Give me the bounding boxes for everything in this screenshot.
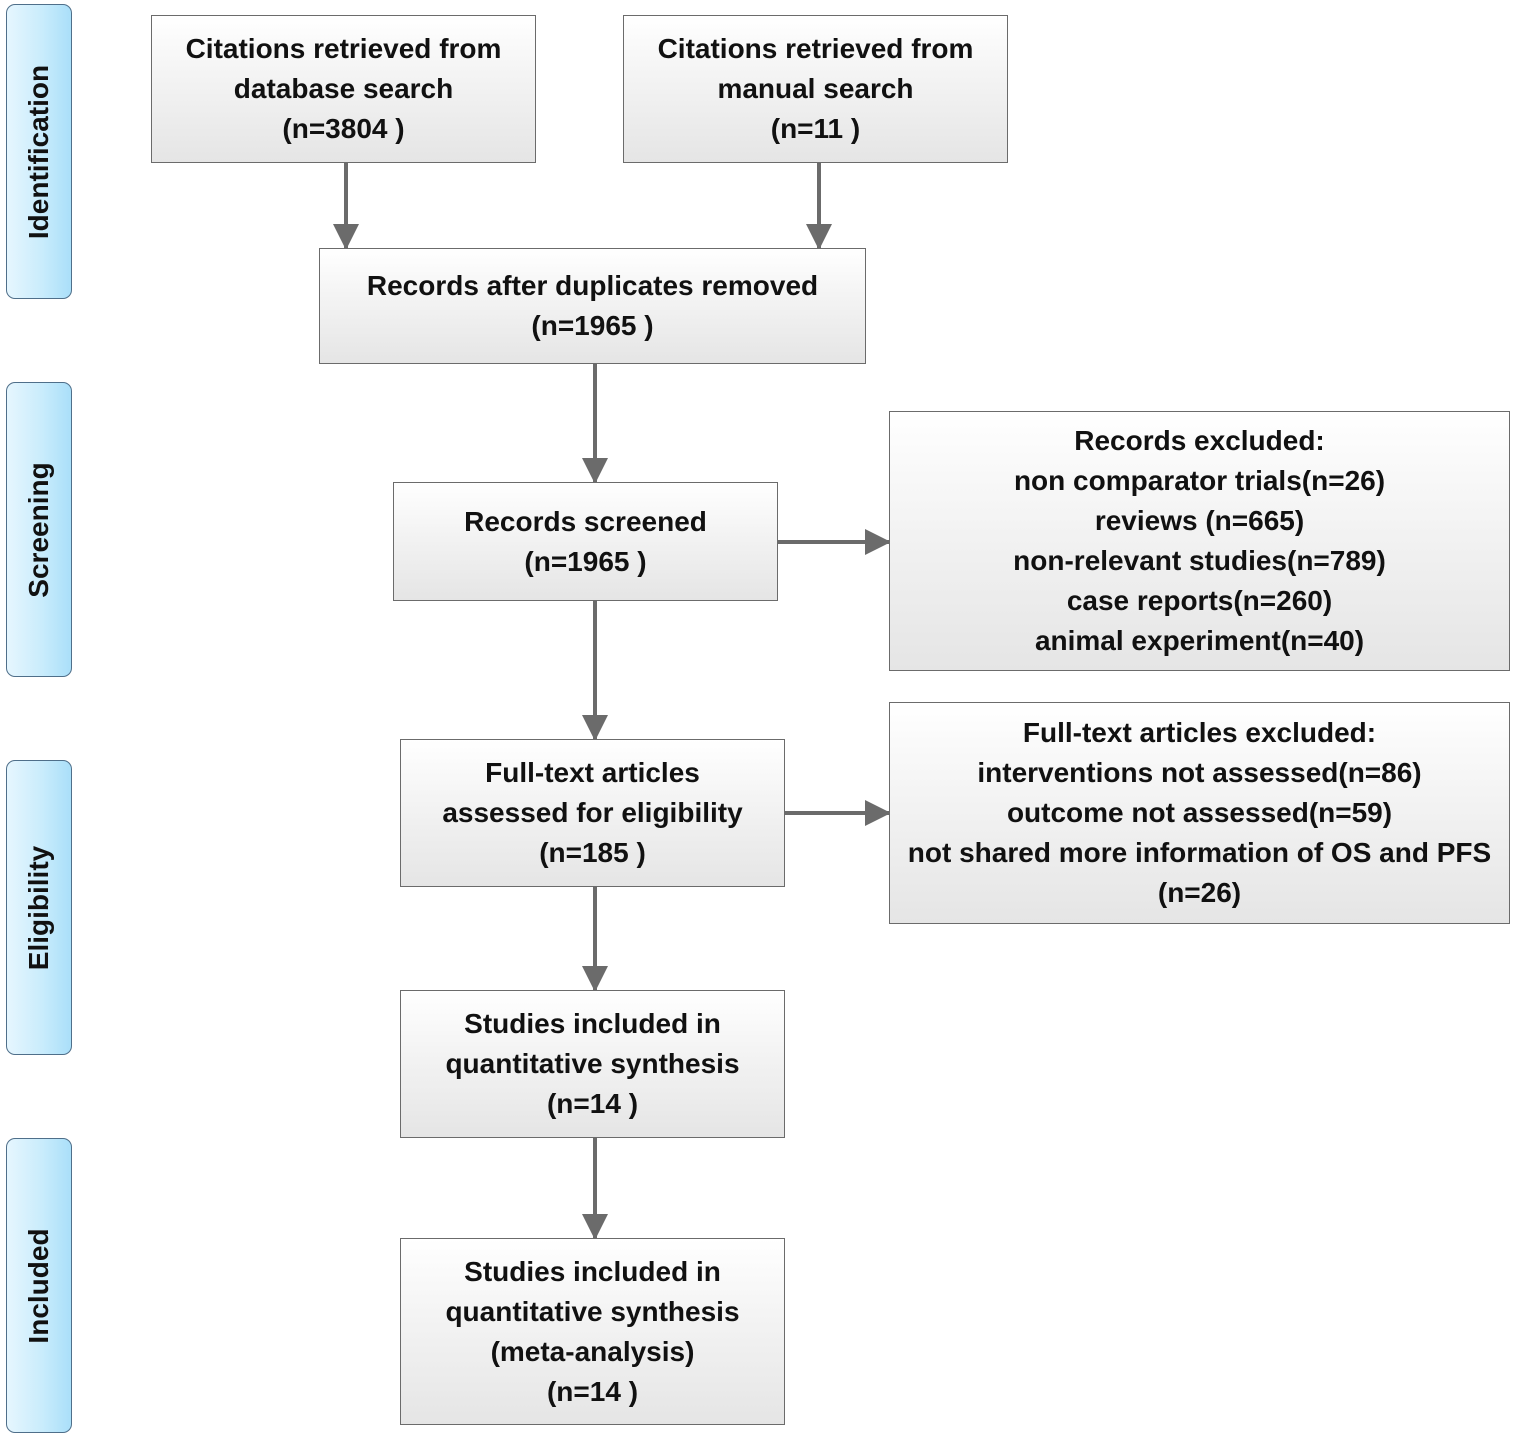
box-line: Full-text articles: [485, 757, 700, 788]
box-line: database search: [233, 73, 454, 104]
fulltext-excluded-box: Full-text articles excluded: interventio…: [889, 702, 1510, 924]
box-line: assessed for eligibility: [442, 797, 743, 828]
box-line: Citations retrieved from: [657, 33, 974, 64]
database-search-box: Citations retrieved from database search…: [151, 15, 536, 163]
duplicates-removed-box: Records after duplicates removed (n=1965…: [319, 248, 866, 364]
box-line: reviews (n=665): [1094, 505, 1305, 536]
box-line: quantitative synthesis: [445, 1048, 740, 1079]
box-line: animal experiment(n=40): [1034, 625, 1365, 656]
stage-identification: Identification: [6, 4, 72, 299]
box-line: Records screened: [464, 505, 707, 537]
box-line: not shared more information of OS and PF…: [907, 837, 1492, 868]
box-line: Records after duplicates removed: [366, 270, 819, 301]
box-line: Citations retrieved from: [185, 33, 502, 64]
box-line: (n=26): [1157, 877, 1242, 908]
box-line: (n=11 ): [770, 113, 861, 144]
fulltext-assessed-box: Full-text articles assessed for eligibil…: [400, 739, 785, 887]
box-line: interventions not assessed(n=86): [977, 757, 1422, 788]
box-line: (n=1965 ): [531, 310, 654, 341]
box-line: quantitative synthesis: [445, 1295, 740, 1327]
box-line: case reports(n=260): [1066, 585, 1333, 616]
stage-eligibility: Eligibility: [6, 760, 72, 1055]
meta-analysis-box: Studies included in quantitative synthes…: [400, 1238, 785, 1425]
box-line: outcome not assessed(n=59): [1006, 797, 1393, 828]
quantitative-synthesis-box: Studies included in quantitative synthes…: [400, 990, 785, 1138]
records-excluded-box: Records excluded: non comparator trials(…: [889, 411, 1510, 671]
box-line: Records excluded:: [1074, 425, 1325, 456]
stage-screening: Screening: [6, 382, 72, 677]
box-line: (n=14 ): [546, 1088, 639, 1119]
box-line: non comparator trials(n=26): [1013, 465, 1386, 496]
box-line: (n=3804 ): [282, 113, 405, 144]
stage-included: Included: [6, 1138, 72, 1433]
box-line: Studies included in: [464, 1008, 721, 1039]
box-line: (meta-analysis): [490, 1335, 695, 1367]
records-screened-box: Records screened (n=1965 ): [393, 482, 778, 601]
box-line: manual search: [717, 73, 914, 104]
box-line: non-relevant studies(n=789): [1013, 545, 1386, 576]
box-line: Full-text articles excluded:: [1022, 717, 1377, 748]
box-line: (n=1965 ): [524, 545, 647, 577]
manual-search-box: Citations retrieved from manual search (…: [623, 15, 1008, 163]
box-line: (n=185 ): [539, 837, 646, 868]
box-line: (n=14 ): [546, 1375, 639, 1407]
box-line: Studies included in: [464, 1255, 721, 1287]
